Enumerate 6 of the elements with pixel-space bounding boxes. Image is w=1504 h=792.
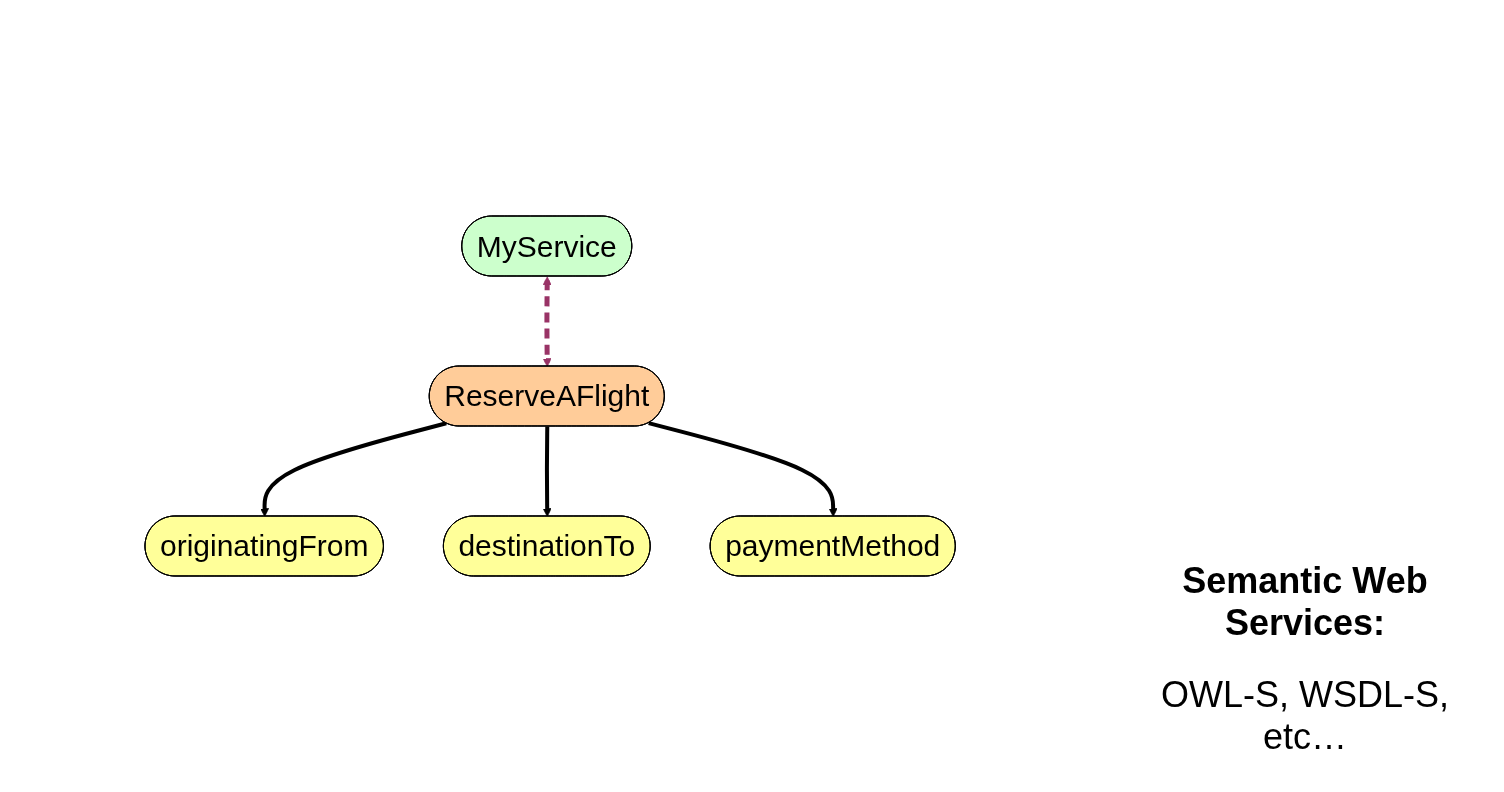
arrow: [648, 421, 838, 517]
arrow: [542, 426, 552, 517]
arrow: [542, 276, 552, 367]
heading-text: Semantic Web Services:: [1181, 560, 1429, 644]
arrow: [260, 421, 447, 517]
note-text: OWL-S, WSDL-S, etc…: [1160, 674, 1450, 758]
